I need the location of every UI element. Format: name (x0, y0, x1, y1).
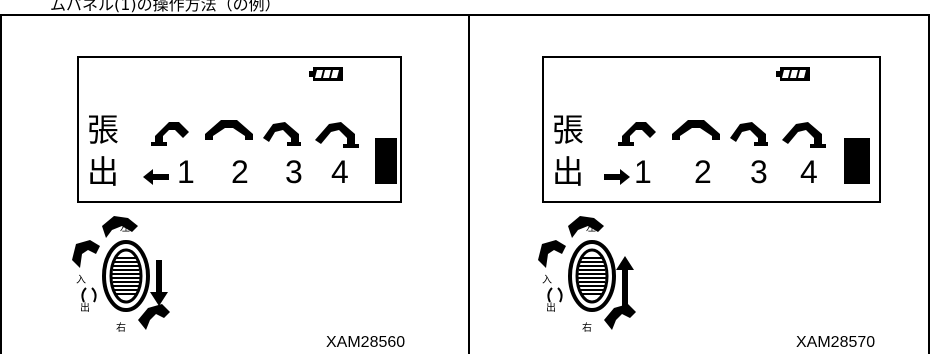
label-left-direction: 左 (120, 223, 130, 234)
arrow-left-icon (143, 169, 169, 185)
outrigger-number-2: 2 (694, 154, 712, 190)
indicator-block (375, 138, 397, 184)
header-caption: ムパネル(1)の操作方法（の例） (50, 0, 281, 14)
outrigger-icon-4 (315, 122, 359, 148)
panel-right (468, 14, 930, 354)
outrigger-icon-3 (730, 122, 768, 146)
outrigger-icon-1 (151, 122, 189, 146)
outrigger-number-4: 4 (800, 154, 818, 190)
arrow-right-icon (604, 169, 630, 185)
label-left-direction: 左 (586, 223, 596, 234)
outrigger-icon-4 (782, 122, 826, 148)
lcd-screen-left: 張 出 1 2 3 4 (77, 56, 402, 203)
label-extend: 張 (87, 111, 120, 149)
label-out-small: 出 (80, 303, 90, 314)
outrigger-icon-1 (618, 122, 656, 146)
figure-code-right: XAM28570 (796, 334, 876, 351)
control-knob-right (538, 216, 636, 330)
outrigger-number-4: 4 (331, 154, 349, 190)
control-knob-left (72, 216, 170, 330)
outrigger-number-3: 3 (285, 154, 303, 190)
label-right-direction: 右 (582, 323, 592, 334)
label-out: 出 (87, 153, 120, 191)
outrigger-icon-2 (672, 120, 720, 140)
label-right-direction: 右 (116, 323, 126, 334)
outrigger-number-1: 1 (634, 154, 652, 190)
indicator-block (844, 138, 870, 184)
outrigger-number-3: 3 (750, 154, 768, 190)
label-in: 入 (542, 275, 552, 286)
battery-icon (309, 67, 343, 81)
label-out-small: 出 (546, 303, 556, 314)
outrigger-icon-3 (263, 122, 301, 146)
figure-code-left: XAM28560 (326, 334, 406, 351)
battery-icon (776, 67, 810, 81)
label-out: 出 (552, 153, 585, 191)
label-in: 入 (76, 275, 86, 286)
outrigger-number-1: 1 (177, 154, 195, 190)
outrigger-number-2: 2 (231, 154, 249, 190)
label-extend: 張 (552, 111, 585, 149)
panel-left (0, 14, 470, 354)
lcd-screen-right: 張 出 1 2 3 4 (542, 56, 881, 203)
outrigger-icon-2 (205, 120, 253, 140)
